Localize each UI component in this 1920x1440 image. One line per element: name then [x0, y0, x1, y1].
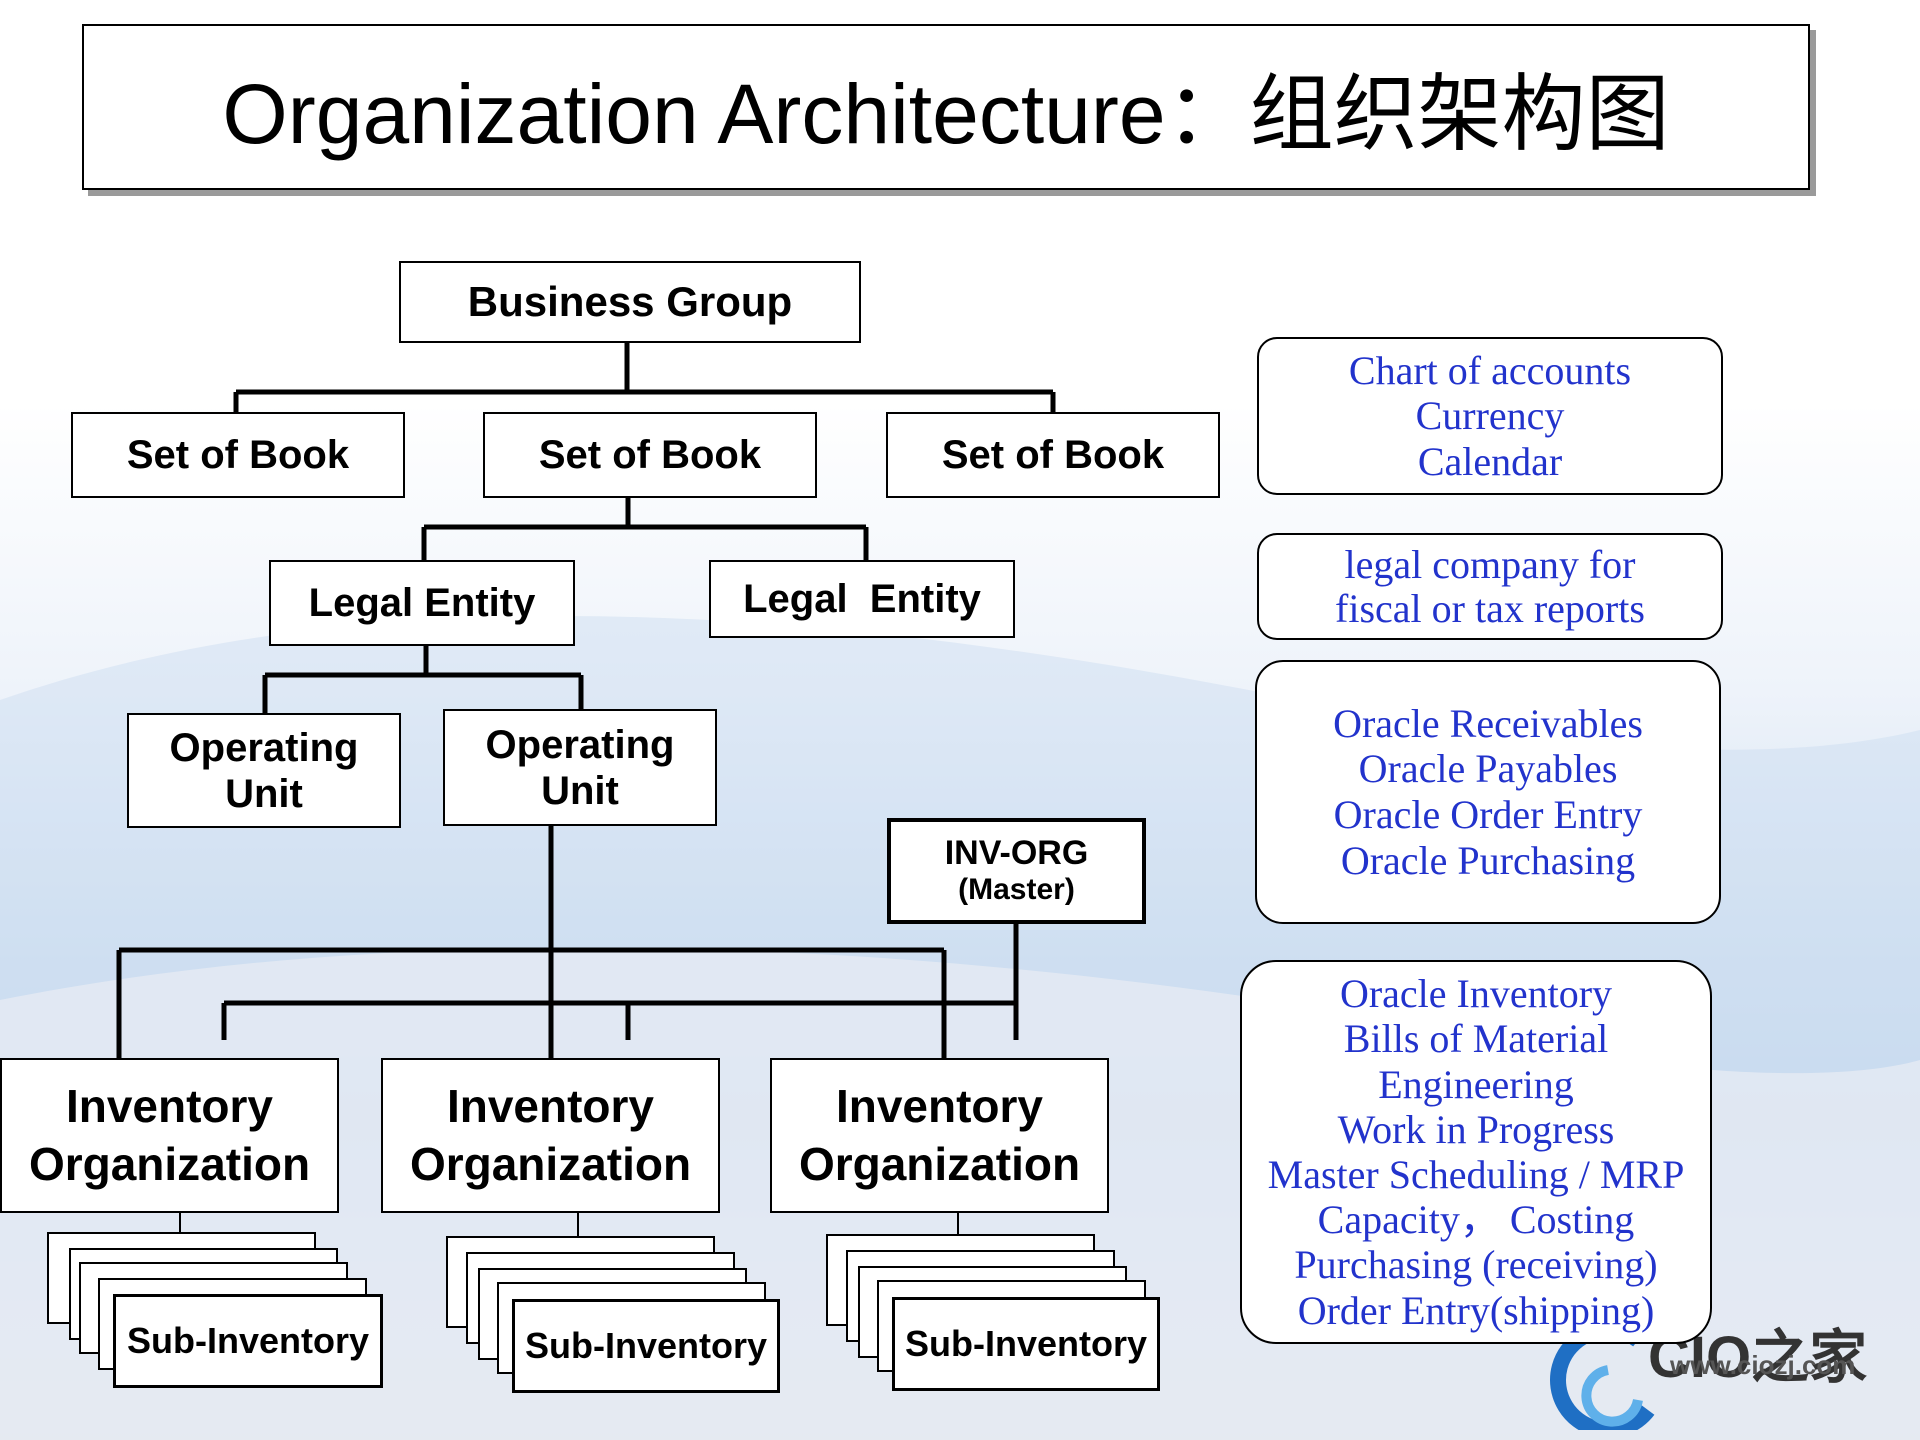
- inv-org-master-label-line2: (Master): [958, 873, 1075, 907]
- inventory-organization-label-line1: Inventory: [446, 1080, 655, 1132]
- sub-inventory-label: Sub-Inventory: [524, 1325, 767, 1367]
- set-of-book-label: Set of Book: [538, 433, 762, 477]
- operating-unit-label-line1: Operating: [485, 722, 675, 767]
- set-of-book-label: Set of Book: [941, 433, 1165, 477]
- operating-unit-label-line1: Operating: [169, 725, 359, 770]
- inventory-organization-label-line1: Inventory: [835, 1080, 1044, 1132]
- legal-entity-box-1: Legal Entity: [269, 560, 575, 646]
- logo-url: www.ciozj.com: [1670, 1350, 1856, 1380]
- legal-entity-label: Legal Entity: [743, 577, 981, 621]
- inventory-organization-note: Oracle Inventory Bills of Material Engin…: [1240, 960, 1712, 1344]
- page-title: Organization Architecture：组织架构图: [222, 66, 1670, 161]
- inventory-organization-label-line2: Organization: [409, 1137, 692, 1190]
- note-line: Bills of Material: [1343, 1016, 1609, 1062]
- legal-entity-box-2: Legal Entity: [709, 560, 1015, 638]
- note-line: Engineering: [1378, 1061, 1574, 1107]
- note-line: Currency: [1415, 393, 1565, 439]
- set-of-book-box-3: Set of Book: [886, 412, 1220, 498]
- inventory-organization-label-line2: Organization: [798, 1137, 1081, 1190]
- inventory-organization-label-line1: Inventory: [65, 1080, 274, 1132]
- legal-entity-label: Legal Entity: [308, 581, 536, 625]
- operating-unit-label-line2: Unit: [225, 771, 303, 816]
- inv-org-master-box: INV-ORG (Master): [887, 818, 1146, 924]
- operating-unit-box-1: Operating Unit: [127, 713, 401, 828]
- note-line: Work in Progress: [1337, 1106, 1615, 1152]
- inventory-organization-label-line2: Organization: [28, 1137, 311, 1190]
- inv-org-master-label-line1: INV-ORG: [944, 834, 1089, 873]
- legal-entity-note: legal company for fiscal or tax reports: [1257, 533, 1723, 640]
- set-of-book-box-2: Set of Book: [483, 412, 817, 498]
- operating-unit-label-line2: Unit: [541, 768, 619, 813]
- sub-inventory-label: Sub-Inventory: [126, 1320, 369, 1362]
- sub-inventory-box: Sub-Inventory: [512, 1299, 780, 1393]
- note-line: Oracle Order Entry: [1333, 792, 1643, 837]
- note-line: Order Entry(shipping): [1297, 1287, 1655, 1333]
- note-line: Chart of accounts: [1348, 347, 1632, 393]
- inventory-organization-box-2: Inventory Organization: [381, 1058, 720, 1213]
- note-line: Oracle Purchasing: [1340, 837, 1636, 883]
- operating-unit-box-2: Operating Unit: [443, 709, 717, 826]
- set-of-book-note: Chart of accounts Currency Calendar: [1257, 337, 1723, 495]
- sub-inventory-label: Sub-Inventory: [904, 1323, 1147, 1365]
- note-line: Master Scheduling / MRP: [1267, 1152, 1685, 1197]
- set-of-book-box-1: Set of Book: [71, 412, 405, 498]
- note-line: Purchasing (receiving): [1294, 1242, 1658, 1288]
- note-line: Capacity， Costing: [1317, 1197, 1635, 1243]
- inventory-organization-box-1: Inventory Organization: [0, 1058, 339, 1213]
- note-line: Oracle Inventory: [1339, 971, 1613, 1017]
- note-line: legal company for: [1344, 542, 1636, 588]
- sub-inventory-box: Sub-Inventory: [113, 1294, 383, 1388]
- set-of-book-label: Set of Book: [126, 433, 350, 477]
- operating-unit-note: Oracle Receivables Oracle Payables Oracl…: [1255, 660, 1721, 924]
- note-line: Oracle Payables: [1358, 746, 1618, 792]
- note-line: Calendar: [1417, 438, 1563, 484]
- title-box: Organization Architecture：组织架构图: [82, 24, 1810, 190]
- sub-inventory-box: Sub-Inventory: [892, 1297, 1160, 1391]
- inventory-organization-box-3: Inventory Organization: [770, 1058, 1109, 1213]
- business-group-label: Business Group: [467, 277, 793, 325]
- business-group-box: Business Group: [399, 261, 861, 343]
- note-line: fiscal or tax reports: [1335, 585, 1645, 631]
- note-line: Oracle Receivables: [1333, 700, 1643, 746]
